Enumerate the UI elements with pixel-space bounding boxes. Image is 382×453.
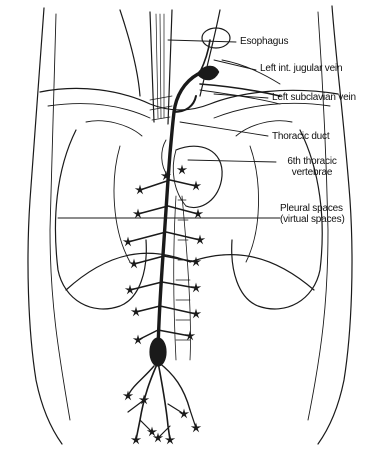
label-esophagus: Esophagus: [240, 36, 288, 47]
label-6th-thoracic-vertebrae: 6th thoracic vertebrae: [281, 156, 343, 178]
thoracic-duct: [158, 67, 218, 360]
lymph-node: [131, 435, 141, 445]
label-vertebrae-line-1: 6th thoracic: [281, 156, 343, 167]
label-pleural-line-2: (virtual spaces): [280, 214, 345, 225]
label-left-subclavian-vein: Left subclavian vein: [272, 92, 356, 103]
label-pleural-spaces: Pleural spaces (virtual spaces): [280, 203, 345, 225]
lymph-node: [191, 423, 201, 433]
label-vertebrae-line-2: vertebrae: [281, 167, 343, 178]
lymph-node: [123, 391, 133, 401]
lymph-node: [133, 335, 143, 345]
diaphragm: [66, 253, 314, 290]
lymph-node: [179, 409, 189, 419]
esophagus: [150, 10, 172, 124]
label-left-int-jugular-vein: Left int. jugular vein: [260, 63, 342, 74]
lymph-node: [177, 165, 187, 175]
cisterna-chyli: [128, 338, 196, 440]
lymph-node: [165, 435, 175, 445]
label-pleural-line-1: Pleural spaces: [280, 203, 345, 214]
label-thoracic-duct: Thoracic duct: [272, 131, 329, 142]
